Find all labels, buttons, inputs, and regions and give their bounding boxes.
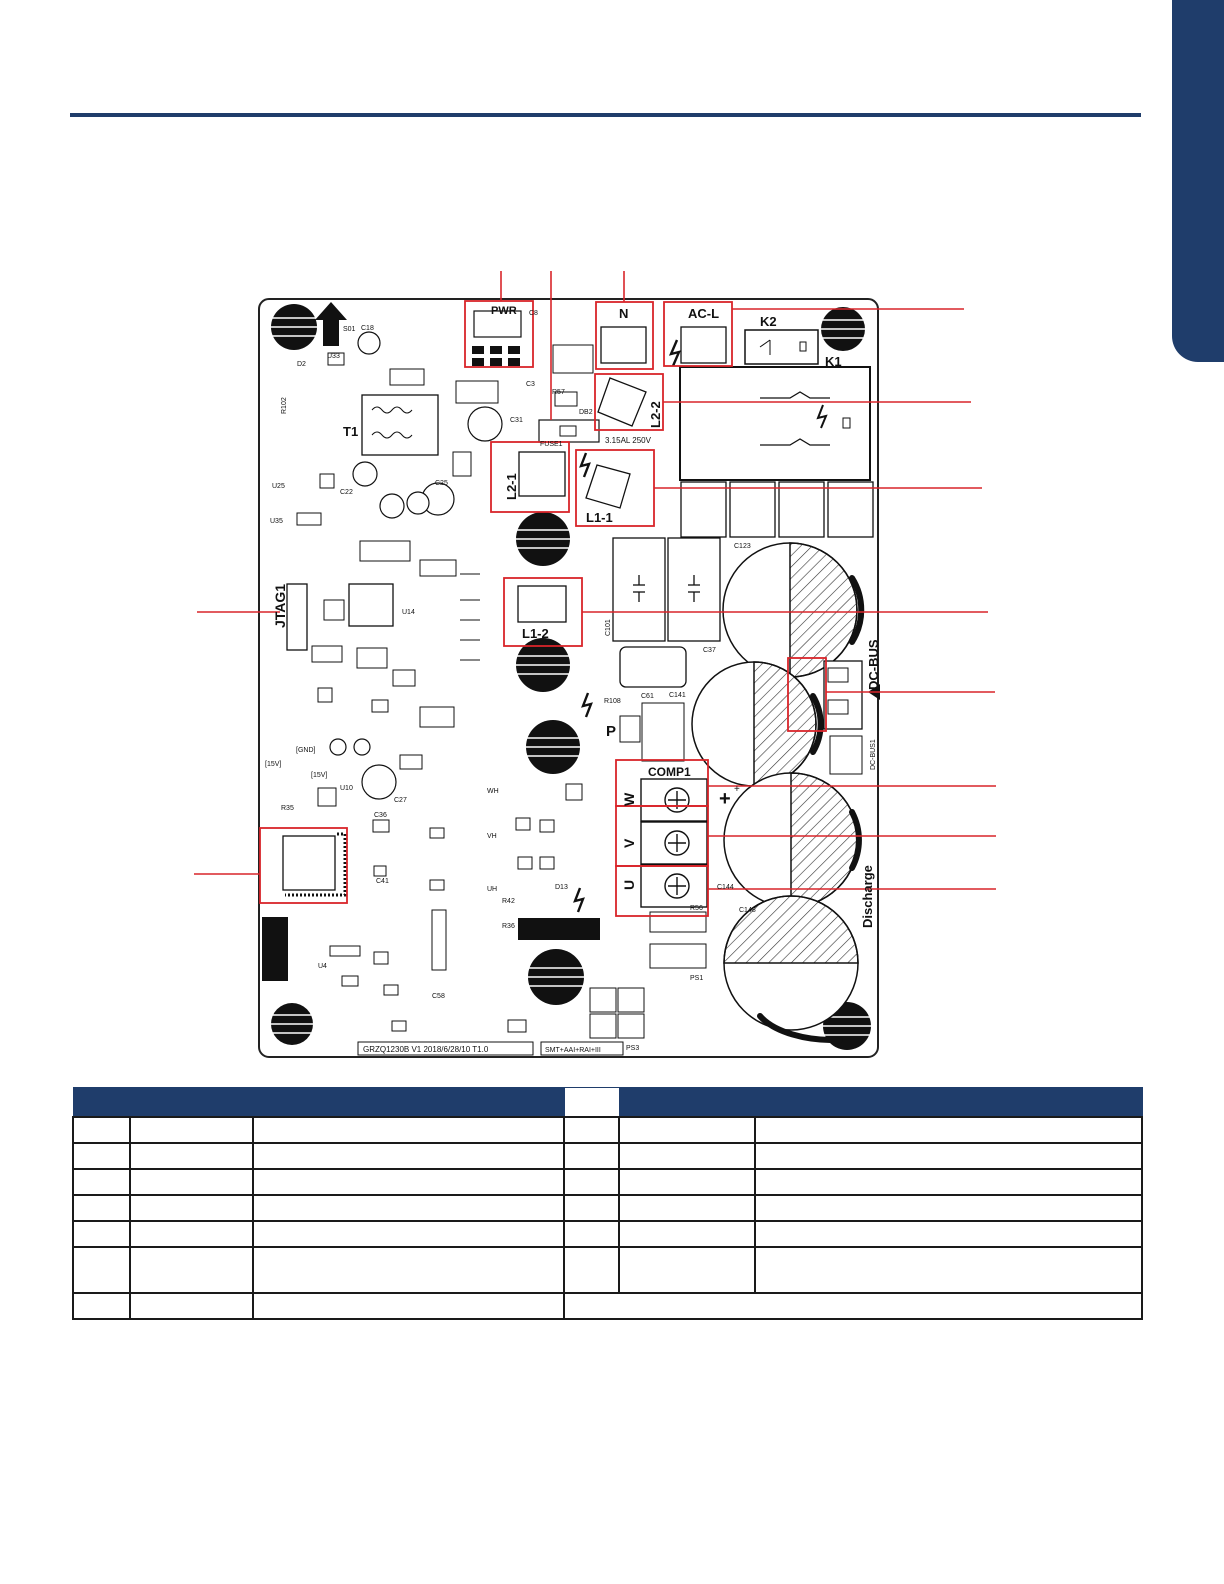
c22-label: C22	[340, 489, 353, 496]
table-header-row	[72, 1087, 1143, 1118]
p-label: P	[606, 723, 616, 740]
r57-label: R57	[552, 389, 565, 396]
smt-label: SMT+AAI+RAI+III	[545, 1047, 601, 1054]
l1-1-label: L1-1	[586, 510, 613, 525]
header-cell	[754, 1087, 1143, 1118]
u-label: U	[621, 880, 637, 890]
k1-label: K1	[825, 354, 842, 369]
c41-label: C41	[376, 878, 389, 885]
board-code-label: GRZQ1230B V1 2018/6/28/10 T1.0	[363, 1045, 489, 1054]
l2-2-label: L2-2	[648, 401, 663, 428]
uh-label: UH	[487, 886, 497, 893]
d13-label: D13	[555, 884, 568, 891]
c58-label: C58	[432, 993, 445, 1000]
r36-label: R36	[502, 923, 515, 930]
c148-label: C148	[739, 907, 756, 914]
header-cell	[129, 1087, 254, 1118]
header-cell	[618, 1087, 756, 1118]
dc-bus1-label: DC-BUS1	[870, 739, 877, 770]
header-cell	[252, 1087, 565, 1118]
n-label: N	[619, 306, 628, 321]
pwr-label: PWR	[491, 305, 517, 317]
ac-l-label: AC-L	[688, 306, 719, 321]
table-row	[72, 1220, 1143, 1248]
c144-label: C144	[717, 884, 734, 891]
u4-label: U4	[318, 963, 327, 970]
r56-label: R56	[690, 905, 703, 912]
table-row	[72, 1142, 1143, 1170]
fuse-label: FUSE1	[540, 441, 563, 448]
fuse-rating-label: 3.15AL 250V	[605, 436, 652, 445]
db2-label: DB2	[579, 409, 593, 416]
svg-text:+: +	[719, 788, 731, 810]
t1-label: T1	[343, 424, 358, 439]
c101-label: C101	[605, 619, 612, 636]
component-legend-table	[72, 1087, 1143, 1320]
15v-label-a: [15V]	[265, 761, 281, 768]
c25-label: C25	[435, 480, 448, 487]
c123-label: C123	[734, 543, 751, 550]
c27-label: C27	[394, 797, 407, 804]
u33-label: U33	[327, 353, 340, 360]
s01-label: S01	[343, 326, 356, 333]
r35-label: R35	[281, 805, 294, 812]
c141-label: C141	[669, 692, 686, 699]
jtag-label: JTAG1	[272, 584, 288, 628]
table-row	[72, 1116, 1143, 1144]
r108-label: R108	[604, 698, 621, 705]
d2-label: D2	[297, 361, 306, 368]
table-row	[72, 1194, 1143, 1222]
l2-1-label: L2-1	[504, 473, 519, 500]
ps1-label: PS1	[690, 975, 703, 982]
callout-lines	[194, 271, 996, 890]
c3-label: C3	[526, 381, 535, 388]
gnd-label: [GND]	[296, 747, 316, 754]
r102-label: R102	[281, 397, 288, 414]
c61-label: C61	[641, 693, 654, 700]
table-row	[72, 1292, 1143, 1320]
c37-label: C37	[703, 647, 716, 654]
dc-bus-label: DC-BUS	[866, 639, 881, 690]
w-label: W	[621, 792, 637, 806]
15v-label-b: [15V]	[311, 772, 327, 779]
c31-label: C31	[510, 417, 523, 424]
vh-label: VH	[487, 833, 497, 840]
ps3-label: PS3	[626, 1045, 639, 1052]
u35-label: U35	[270, 518, 283, 525]
c18-label: C18	[361, 325, 374, 332]
section-tab	[1172, 0, 1224, 362]
c36-label: C36	[374, 812, 387, 819]
table-row	[72, 1168, 1143, 1196]
u14-label: U14	[402, 609, 415, 616]
header-cell	[564, 1087, 619, 1118]
svg-text:+: +	[734, 784, 740, 795]
l1-2-label: L1-2	[522, 626, 549, 641]
comp1-label: COMP1	[648, 765, 691, 779]
discharge-label: Discharge	[860, 865, 875, 928]
header-rule	[70, 113, 1141, 117]
c8-label: C8	[529, 310, 538, 317]
v-label: V	[621, 838, 637, 848]
orientation-arrow-icon	[315, 302, 347, 346]
u10-label: U10	[340, 785, 353, 792]
k2-label: K2	[760, 314, 777, 329]
r42-label: R42	[502, 898, 515, 905]
wh-label: WH	[487, 788, 499, 795]
u25-label: U25	[272, 483, 285, 490]
table-row	[72, 1246, 1143, 1294]
header-cell	[72, 1087, 131, 1118]
